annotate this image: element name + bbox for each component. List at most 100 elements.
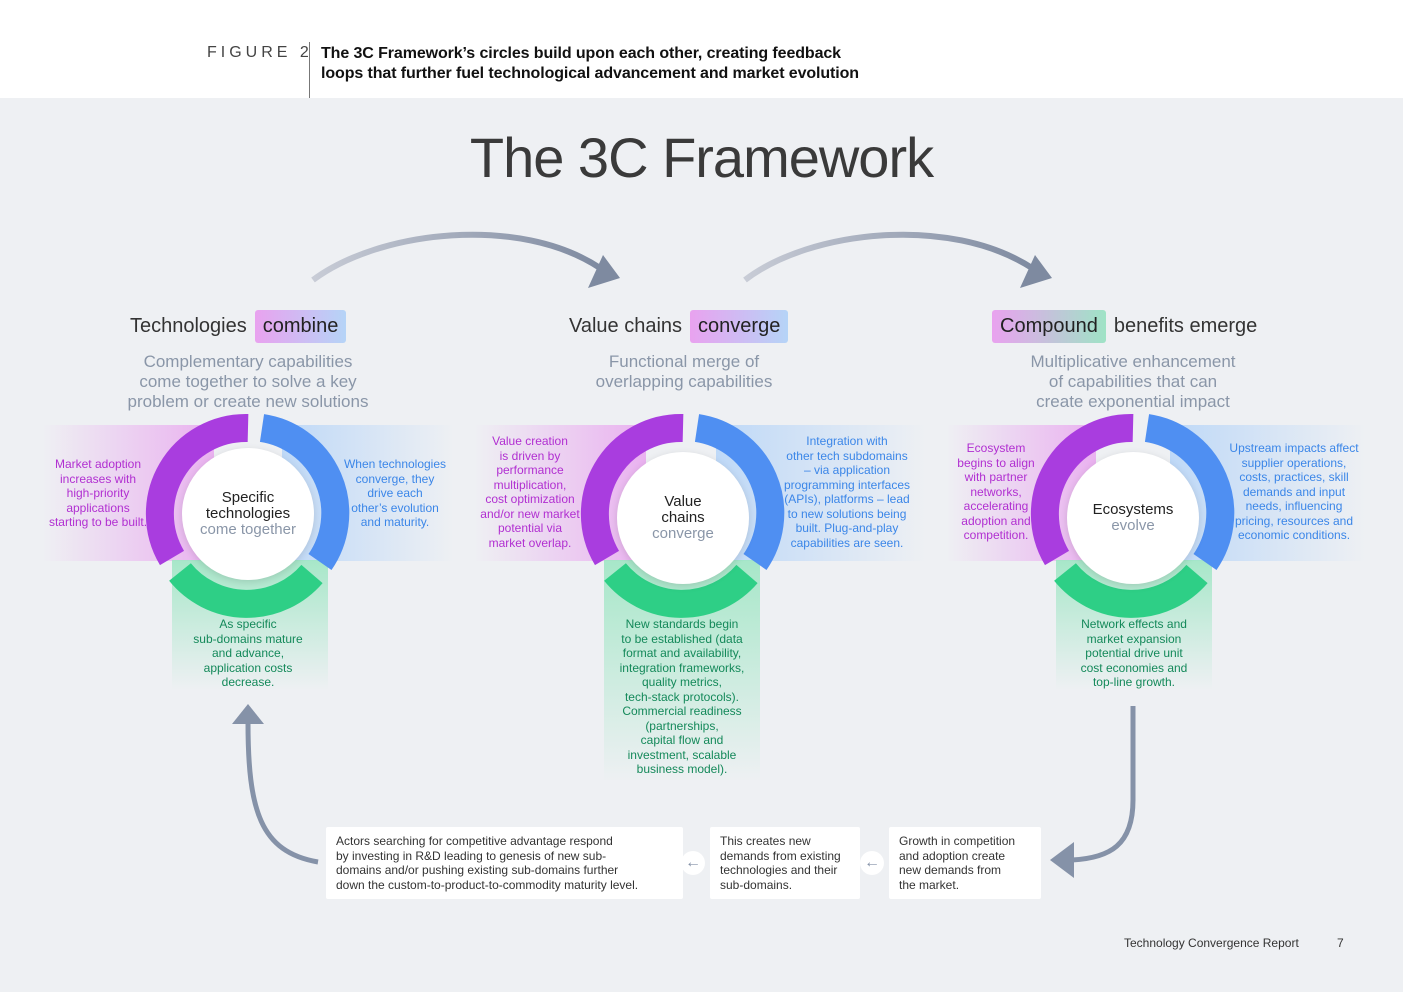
note-line: converge, they xyxy=(355,471,435,486)
box-line: demands from existing xyxy=(720,848,841,863)
figure-divider xyxy=(309,42,310,98)
note-line: tech-stack protocols). xyxy=(624,689,740,704)
box-line: sub-domains. xyxy=(720,877,793,892)
note-line: needs, influencing xyxy=(1245,499,1343,513)
feedback-box-growth: Growth in competition and adoption creat… xyxy=(889,827,1041,899)
feedback-box-rnd: Actors searching for competitive advanta… xyxy=(326,827,683,899)
note-line: demands and input xyxy=(1242,484,1346,499)
stage3-subtitle: Multiplicative enhancement of capabiliti… xyxy=(983,352,1283,412)
note-line: integration frameworks, xyxy=(619,660,745,675)
box-line: new demands from xyxy=(899,863,1002,877)
note-line: format and availability, xyxy=(622,646,742,660)
box-line: and adoption create xyxy=(899,848,1006,863)
figure-header: FIGURE 2 The 3C Framework’s circles buil… xyxy=(0,0,1403,98)
note-line: market overlap. xyxy=(488,535,572,550)
footer-report-name: Technology Convergence Report xyxy=(1124,936,1299,950)
note-line: potential via xyxy=(497,521,563,535)
note-line: drive each xyxy=(367,486,423,500)
note-line: Value creation xyxy=(492,434,568,448)
stage3-bottom-note: Network effects and market expansion pot… xyxy=(1056,617,1212,690)
stage1-cycle-ring xyxy=(145,413,350,618)
note-line: Market adoption xyxy=(54,457,142,471)
note-line: accelerating xyxy=(963,499,1029,513)
stage3-heading-highlight: Compound xyxy=(992,309,1106,343)
note-line: high-priority xyxy=(66,486,130,500)
box-line: Actors searching for competitive advanta… xyxy=(336,834,613,848)
stage2-cycle-ring xyxy=(580,413,785,618)
center-line-muted: evolve xyxy=(1111,517,1155,534)
stage3-right-note: Upstream impacts affect supplier operati… xyxy=(1222,441,1366,543)
stage2-heading: Value chains converge xyxy=(569,308,789,344)
note-line: cost economies and xyxy=(1080,660,1188,675)
footer-page-number: 7 xyxy=(1337,936,1344,950)
note-line: competition. xyxy=(963,528,1029,542)
stage1-left-note: Market adoption increases with high-prio… xyxy=(42,457,154,530)
note-line: (partnerships, xyxy=(645,718,719,733)
note-line: performance xyxy=(496,463,564,477)
note-line: decrease. xyxy=(221,675,275,689)
stage3-center: Ecosystems evolve xyxy=(1067,452,1199,584)
note-line: – via application xyxy=(803,463,891,477)
note-line: multiplication, xyxy=(493,477,567,492)
center-line-muted: come together xyxy=(200,521,296,538)
note-line: other’s evolution xyxy=(351,500,439,515)
note-line: Network effects and xyxy=(1081,617,1187,631)
note-line: other tech subdomains xyxy=(786,448,908,463)
box-line: by investing in R&D leading to genesis o… xyxy=(336,848,607,863)
caption-line-2: loops that further fuel technological ad… xyxy=(321,65,859,82)
note-line: (APIs), platforms – lead xyxy=(784,492,910,506)
note-line: application costs xyxy=(203,660,293,675)
note-line: begins to align xyxy=(957,455,1035,470)
stage3-cycle-ring xyxy=(1030,413,1235,618)
box-line: technologies and their xyxy=(720,863,838,877)
stage1-heading-highlight: combine xyxy=(254,309,347,343)
arrow-left-icon: ← xyxy=(860,851,884,875)
stage2-heading-highlight: converge xyxy=(690,309,789,343)
note-line: is driven by xyxy=(499,448,561,463)
note-line: quality metrics, xyxy=(641,675,723,689)
stage1-subtitle: Complementary capabilities come together… xyxy=(98,352,398,412)
note-line: and/or new market xyxy=(480,506,580,521)
note-line: top-line growth. xyxy=(1092,675,1176,689)
note-line: to be established (data xyxy=(621,631,743,646)
note-line: and maturity. xyxy=(360,515,430,529)
stage2-left-note: Value creation is driven by performance … xyxy=(474,434,586,550)
stage2-center: Value chains converge xyxy=(617,452,749,584)
note-line: As specific xyxy=(219,617,277,631)
stage2-subtitle: Functional merge of overlapping capabili… xyxy=(534,352,834,392)
note-line: pricing, resources and xyxy=(1234,513,1354,528)
stage1-subtitle-line: come together to solve a key xyxy=(139,372,357,391)
note-line: supplier operations, xyxy=(1241,455,1347,470)
caption-line-1: The 3C Framework’s circles build upon ea… xyxy=(321,45,841,62)
center-line: Value xyxy=(664,493,702,510)
center-line: Specific xyxy=(221,489,275,506)
stage2-heading-text: Value chains xyxy=(569,314,683,337)
note-line: built. Plug-and-play xyxy=(795,521,899,535)
feedback-arrow-up xyxy=(245,721,319,865)
stage2-bottom-note: New standards begin to be established (d… xyxy=(604,617,760,777)
box-line: This creates new xyxy=(720,834,811,848)
stage1-heading-text: Technologies xyxy=(130,314,247,337)
box-line: domains and/or pushing existing sub-doma… xyxy=(336,863,619,877)
center-line: chains xyxy=(661,509,705,526)
feedback-arrowhead-up xyxy=(232,704,264,724)
feedback-arrow-down xyxy=(1071,706,1136,863)
box-line: Growth in competition xyxy=(899,834,1016,848)
note-line: cost optimization xyxy=(485,492,575,506)
center-line-muted: converge xyxy=(652,525,714,542)
stage1-bottom-note: As specific sub-domains mature and advan… xyxy=(178,617,318,690)
note-line: Integration with xyxy=(806,434,888,448)
feedback-box-demands: This creates new demands from existing t… xyxy=(710,827,860,899)
arc-arrowhead-2 xyxy=(1020,255,1052,288)
note-line: and advance, xyxy=(211,646,285,660)
note-line: New standards begin xyxy=(625,617,739,631)
stage3-subtitle-line: Multiplicative enhancement xyxy=(1030,352,1236,371)
arc-arrow-2 xyxy=(743,231,1034,283)
note-line: When technologies xyxy=(343,457,447,471)
arc-arrow-1 xyxy=(311,231,602,283)
stage2-subtitle-line: Functional merge of xyxy=(608,352,760,371)
note-line: investment, scalable xyxy=(627,747,737,762)
stage1-center: Specific technologies come together xyxy=(182,448,314,580)
stage1-right-note: When technologies converge, they drive e… xyxy=(336,457,454,530)
